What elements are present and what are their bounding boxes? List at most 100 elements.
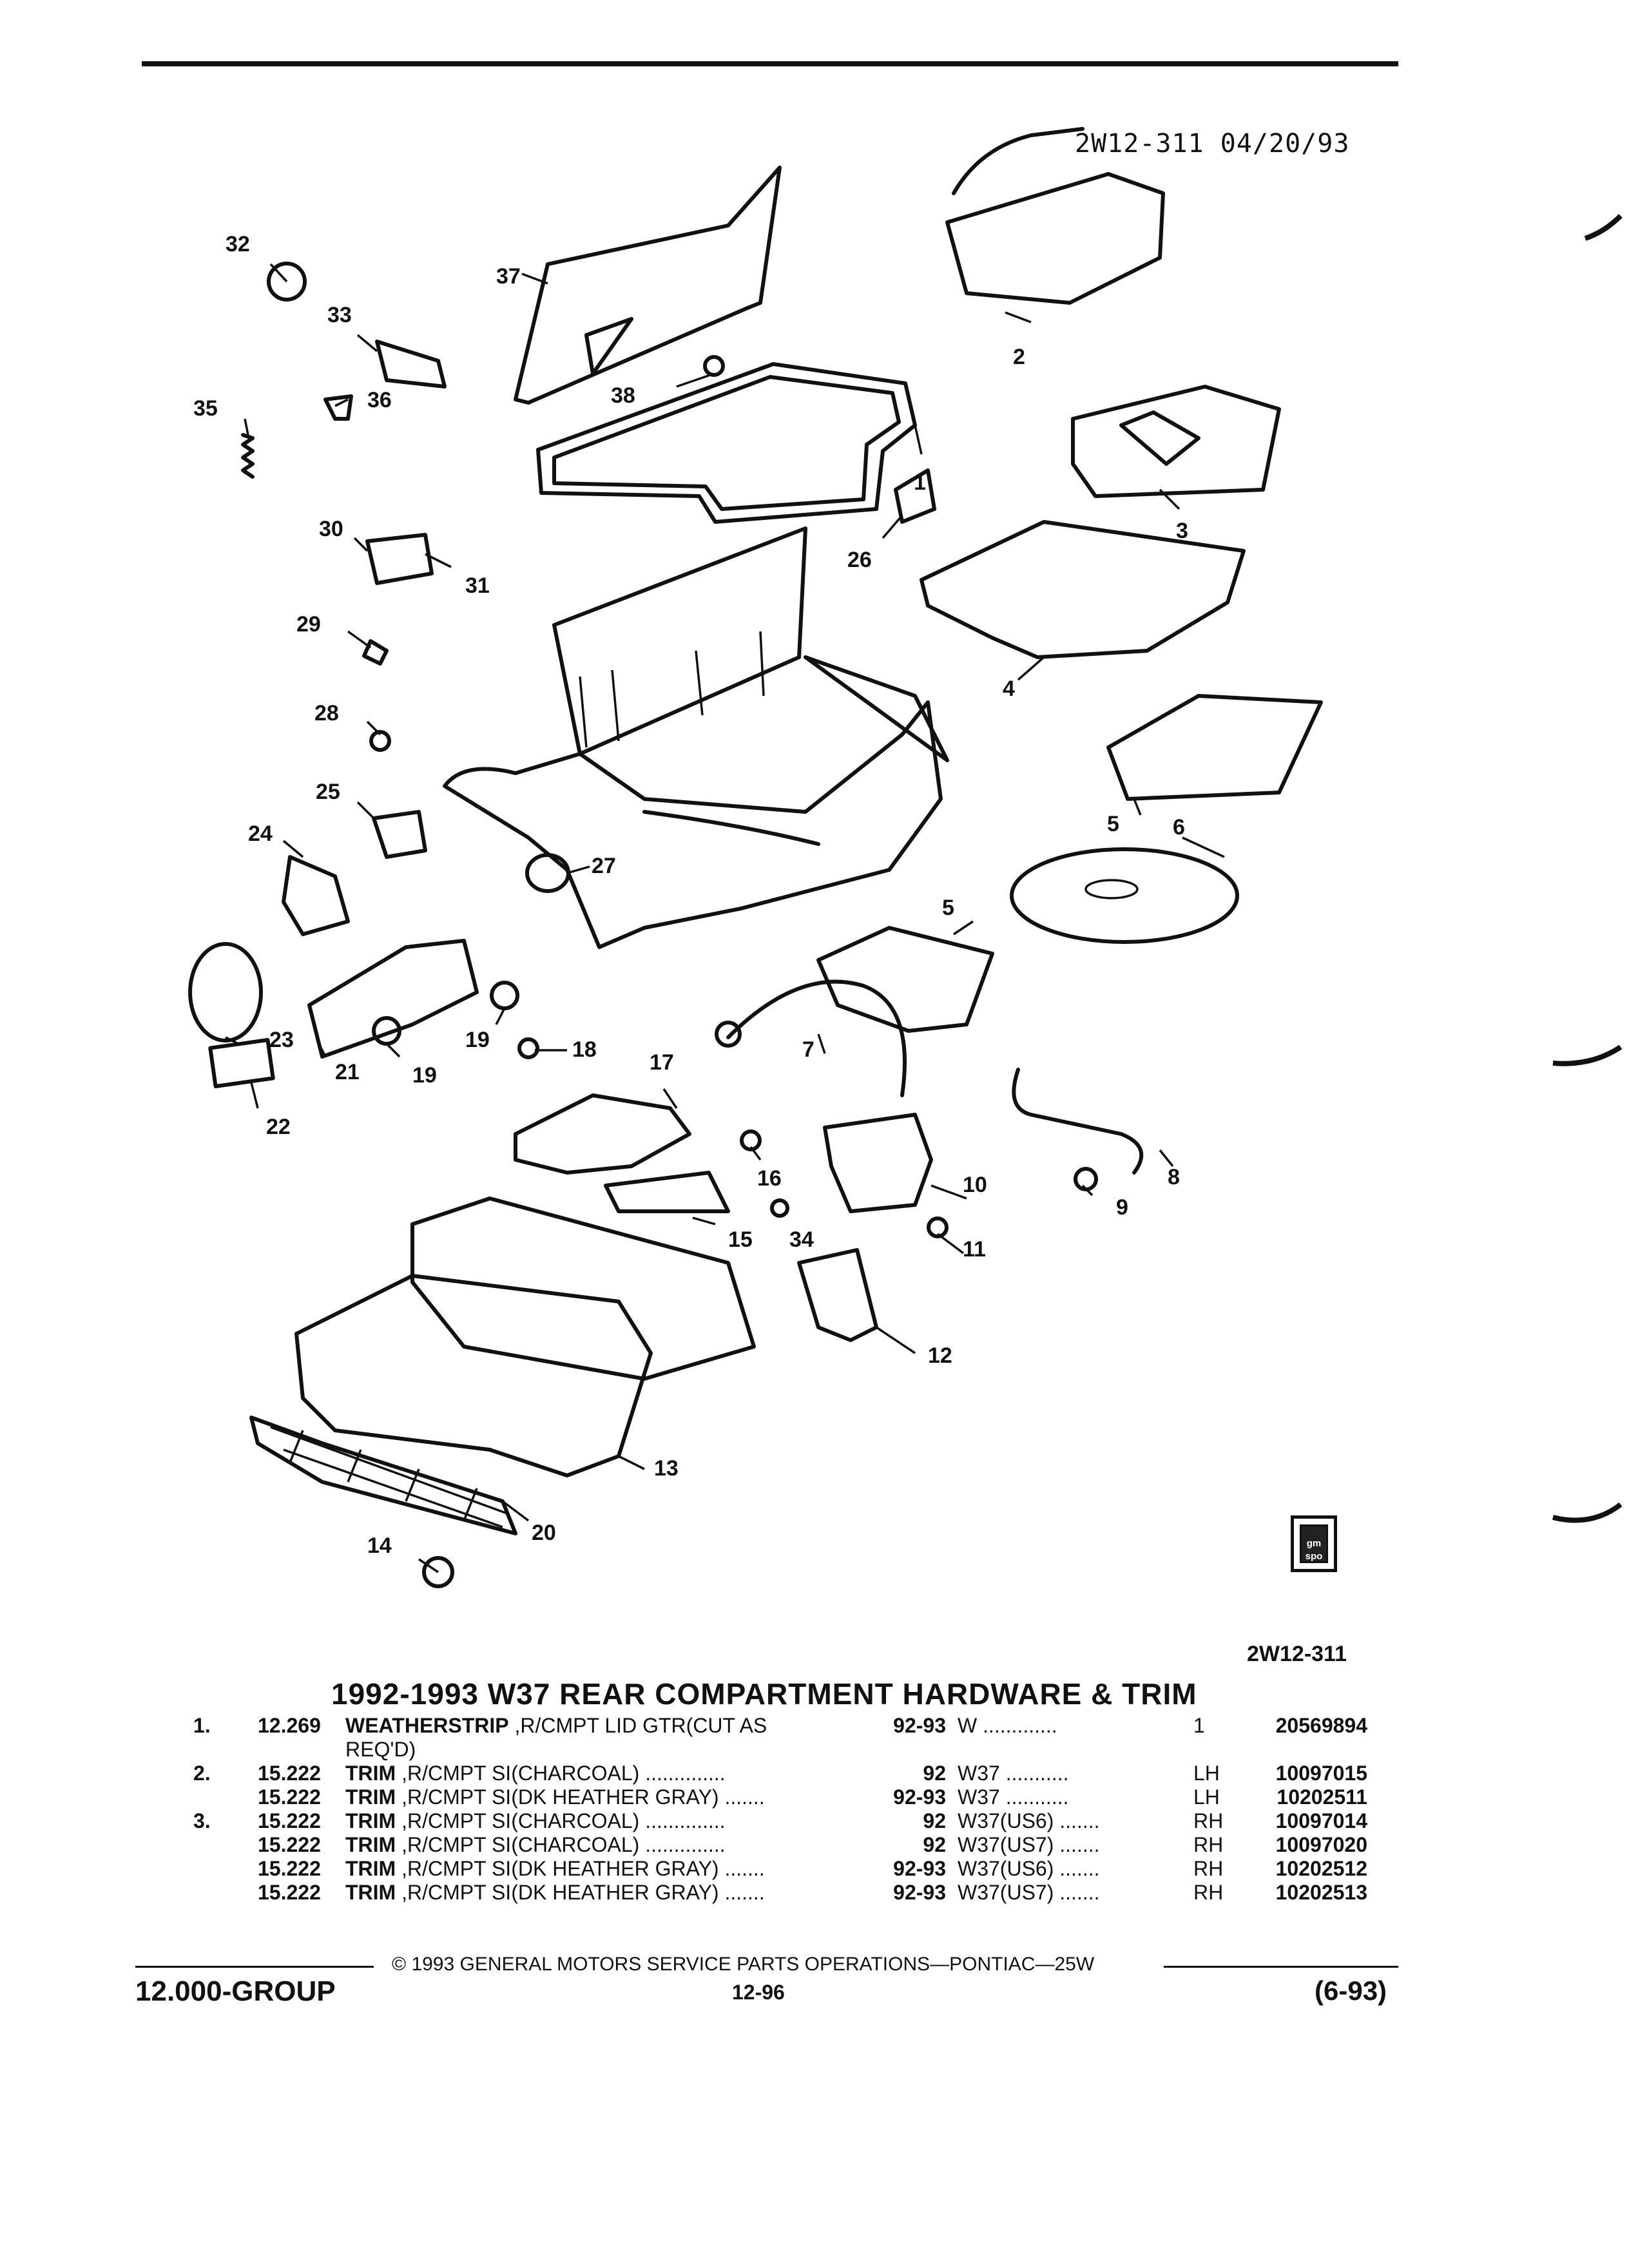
callout-14: 14 [367, 1533, 392, 1558]
gm-spo-logo: gm spo [1291, 1515, 1337, 1572]
bracket-24-part [282, 855, 350, 936]
callout-24: 24 [248, 822, 273, 846]
quantity [1193, 1738, 1239, 1762]
wire-harness-part [1012, 1068, 1144, 1175]
bumper-26-part [894, 468, 936, 524]
callout-2: 2 [1013, 345, 1025, 369]
quantity: LH [1193, 1785, 1220, 1809]
callout-12: 12 [928, 1343, 952, 1368]
floor-mat-part [920, 520, 1246, 659]
bracket-25-part [372, 810, 427, 859]
item-number [193, 1857, 258, 1881]
part-number: 10097015 [1275, 1762, 1367, 1785]
release-cable-part [726, 979, 907, 1097]
bolt-34-part [770, 1198, 789, 1218]
group-number: 15.222 [258, 1762, 321, 1785]
group-number: 15.222 [258, 1881, 321, 1904]
callout-26: 26 [847, 548, 872, 572]
series-code: W37(US6) ....... [958, 1857, 1100, 1880]
callout-16: 16 [757, 1166, 782, 1191]
group-number: 15.222 [258, 1785, 321, 1809]
group-number: 15.222 [258, 1857, 321, 1880]
callout-35: 35 [193, 396, 218, 421]
part-name: TRIM [345, 1809, 396, 1832]
description: TRIM ,R/CMPT SI(DK HEATHER GRAY) ....... [345, 1785, 869, 1809]
callout-13: 13 [654, 1456, 679, 1481]
binder-mark-top [1584, 214, 1623, 241]
callout-30: 30 [319, 517, 343, 541]
item-number [193, 1881, 258, 1905]
clip-28-part [369, 730, 391, 752]
parts-row: 15.222 TRIM ,R/CMPT SI(CHARCOAL) ........… [193, 1833, 1367, 1857]
group-number: 15.222 [258, 1833, 321, 1856]
binder-mark-middle [1552, 1044, 1623, 1066]
model-years: 92-93 [893, 1785, 946, 1809]
model-years: 92-93 [893, 1714, 946, 1737]
callout-29: 29 [296, 612, 321, 637]
callout-34: 34 [789, 1227, 814, 1252]
callout-19b: 19 [412, 1063, 437, 1088]
callout-8: 8 [1168, 1165, 1180, 1189]
part-name: TRIM [345, 1857, 396, 1880]
callout-32: 32 [226, 232, 250, 256]
callout-9: 9 [1116, 1195, 1128, 1220]
part-name: TRIM [345, 1881, 396, 1904]
footer-copyright: © 1993 GENERAL MOTORS SERVICE PARTS OPER… [392, 1954, 1095, 1975]
part-name: TRIM [345, 1785, 396, 1809]
quantity: RH [1193, 1857, 1224, 1880]
description: TRIM ,R/CMPT SI(DK HEATHER GRAY) ....... [345, 1857, 869, 1881]
grommet-27-part [525, 853, 570, 893]
model-years: 92-93 [893, 1881, 946, 1904]
model-years: 92-93 [893, 1857, 946, 1880]
socket-33-part [375, 340, 447, 389]
description: TRIM ,R/CMPT SI(CHARCOAL) .............. [345, 1809, 869, 1833]
callout-4: 4 [1003, 677, 1015, 701]
series-code: W37 ........... [958, 1762, 1069, 1785]
callout-21: 21 [335, 1060, 360, 1084]
quantity: LH [1193, 1762, 1220, 1785]
speaker-part [188, 942, 263, 1043]
parts-row: 2. 15.222 TRIM ,R/CMPT SI(CHARCOAL) ......… [193, 1762, 1367, 1785]
part-number: 10097014 [1275, 1809, 1367, 1832]
footer-rule-left [135, 1966, 374, 1968]
item-number: 2. [193, 1762, 211, 1785]
cargo-net-part [249, 1416, 517, 1535]
lid-trim-panel-part [514, 166, 782, 405]
callout-11: 11 [963, 1237, 986, 1262]
section-title: 1992-1993 W37 REAR COMPARTMENT HARDWARE … [331, 1677, 1197, 1711]
lid-ribs-part [579, 631, 765, 748]
screw-11-part [927, 1216, 949, 1238]
model-years: 92 [923, 1762, 946, 1785]
quantity: RH [1193, 1809, 1224, 1832]
binder-mark-bottom [1552, 1502, 1623, 1523]
part-name: WEATHERSTRIP [345, 1714, 509, 1737]
callout-28: 28 [314, 701, 339, 726]
series-code: W ............. [958, 1714, 1057, 1737]
part-description: ,R/CMPT SI(DK HEATHER GRAY) ....... [396, 1881, 765, 1904]
side-trim-rh-part [1071, 385, 1281, 498]
parts-row: 15.222 TRIM ,R/CMPT SI(DK HEATHER GRAY) .… [193, 1881, 1367, 1905]
clip-36-part [323, 394, 353, 421]
part-description: ,R/CMPT SI(CHARCOAL) .............. [396, 1833, 726, 1856]
nut-19-part [490, 981, 519, 1010]
part-description: ,R/CMPT SI(DK HEATHER GRAY) ....... [396, 1857, 765, 1880]
screw-18-part [517, 1037, 539, 1059]
bolt-16-part [740, 1129, 762, 1151]
item-number [193, 1833, 258, 1857]
part-description: ,R/CMPT SI(CHARCOAL) .............. [396, 1809, 726, 1832]
part-name: TRIM [345, 1833, 396, 1856]
group-number: 12.269 [258, 1714, 321, 1737]
part-name: TRIM [345, 1762, 396, 1785]
callout-25: 25 [316, 780, 340, 804]
part-number [1239, 1738, 1367, 1762]
diagram-reference: 2W12-311 04/20/93 [1075, 129, 1350, 159]
illustration-code: 2W12-311 [1247, 1642, 1347, 1666]
series-code: W37(US7) ....... [958, 1881, 1100, 1904]
spare-cover-hole-part [1084, 879, 1139, 899]
series-code: W37(US7) ....... [958, 1833, 1100, 1856]
parts-row: 15.222 TRIM ,R/CMPT SI(DK HEATHER GRAY) .… [193, 1785, 1367, 1809]
part-description: ,R/CMPT SI(CHARCOAL) .............. [396, 1762, 726, 1785]
